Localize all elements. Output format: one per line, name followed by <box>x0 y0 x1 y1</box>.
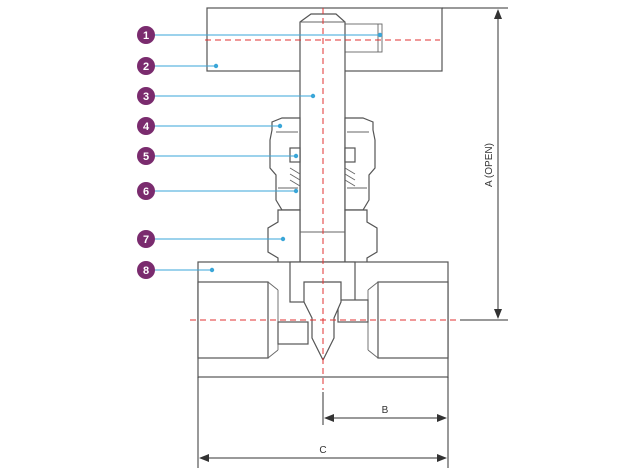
callout-8-label: 8 <box>143 265 149 277</box>
callout-3-label: 3 <box>143 91 149 103</box>
dimension-a-label: A (OPEN) <box>484 143 495 187</box>
dimension-a: A (OPEN) <box>442 7 508 321</box>
callout-7: 7 <box>137 230 155 248</box>
dimension-b-label: B <box>382 405 389 416</box>
callout-1-label: 1 <box>143 30 149 42</box>
centerlines <box>190 8 460 390</box>
callout-6-label: 6 <box>143 186 149 198</box>
callout-5: 5 <box>137 147 155 165</box>
callout-1: 1 <box>137 26 155 44</box>
dimension-c-label: C <box>319 445 326 456</box>
dimension-c: C <box>197 377 449 468</box>
stem <box>299 13 346 301</box>
callout-2-label: 2 <box>143 61 149 73</box>
callout-6: 6 <box>137 182 155 200</box>
callout-8: 8 <box>137 261 155 279</box>
callout-2: 2 <box>137 57 155 75</box>
callout-7-label: 7 <box>143 234 149 246</box>
callout-4: 4 <box>137 117 155 135</box>
dimension-b: B <box>322 377 449 425</box>
callout-5-label: 5 <box>143 151 149 163</box>
callout-3: 3 <box>137 87 155 105</box>
callout-leaders <box>154 32 383 273</box>
callout-4-label: 4 <box>143 121 150 133</box>
